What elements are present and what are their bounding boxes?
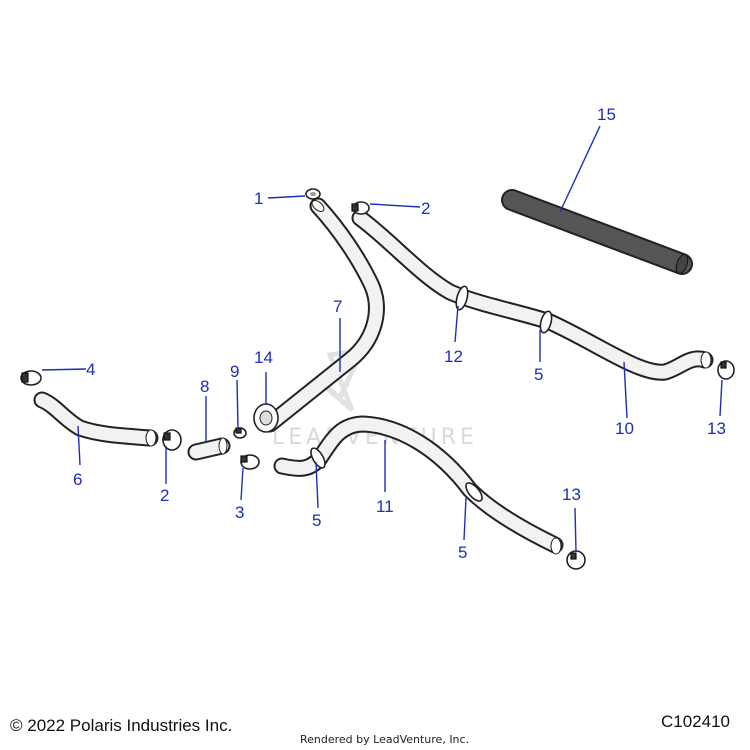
callout-5-right: 5 <box>534 365 543 384</box>
copyright-text: © 2022 Polaris Industries Inc. <box>10 716 233 735</box>
leader-5-left <box>315 461 319 509</box>
rendered-by-text: Rendered by LeadVenture, Inc. <box>300 733 470 746</box>
leader-3 <box>240 467 244 501</box>
part-2-clamp-left <box>162 429 182 451</box>
callout-15: 15 <box>597 105 616 124</box>
callout-1: 1 <box>254 189 263 208</box>
part-14-bracket-clamp <box>253 403 279 433</box>
callout-2-left: 2 <box>160 486 169 505</box>
part-3-clamp <box>240 454 260 470</box>
leader-13-bottom <box>574 507 577 553</box>
callout-10: 10 <box>615 419 634 438</box>
part-7-tube <box>261 197 385 433</box>
leader-2-top <box>369 203 421 208</box>
diagram-code: C102410 <box>660 712 730 731</box>
part-1-clamp <box>305 188 321 200</box>
leader-lines <box>41 125 723 553</box>
callout-2-top: 2 <box>421 199 430 218</box>
leader-10 <box>623 361 628 419</box>
callout-13-right: 13 <box>707 419 726 438</box>
part-13-clamp-bottom <box>566 550 586 570</box>
callout-12: 12 <box>444 347 463 366</box>
leader-6 <box>77 425 81 466</box>
leader-12 <box>454 305 459 343</box>
callout-14: 14 <box>254 348 273 367</box>
part-9-clamp <box>233 427 247 439</box>
callout-3: 3 <box>235 503 244 522</box>
leader-13-right <box>719 379 723 417</box>
leader-1 <box>267 195 306 199</box>
leader-9 <box>236 379 239 429</box>
part-2-clamp-top <box>351 201 370 215</box>
leader-5-bottom <box>463 497 467 541</box>
part-4-clamp <box>20 370 42 386</box>
callout-13-bottom: 13 <box>562 485 581 504</box>
callout-4: 4 <box>86 360 95 379</box>
leader-4 <box>41 368 87 371</box>
part-11-tube <box>273 415 564 555</box>
part-8-short-tube <box>187 437 231 461</box>
callout-6: 6 <box>73 470 82 489</box>
part-6-tube <box>33 391 159 447</box>
callout-numbers: 1 2 4 6 2 8 9 14 3 7 5 11 5 13 12 5 10 1… <box>73 105 726 562</box>
part-10-tube <box>351 209 714 381</box>
callout-5-bottom: 5 <box>458 543 467 562</box>
callout-5-left: 5 <box>312 511 321 530</box>
part-13-clamp-right <box>717 360 735 380</box>
callout-8: 8 <box>200 377 209 396</box>
callout-11: 11 <box>376 497 394 516</box>
callout-9: 9 <box>230 362 239 381</box>
part-15-corrugated-sleeve <box>501 189 693 275</box>
callout-7: 7 <box>333 297 342 316</box>
leader-15 <box>559 125 601 213</box>
